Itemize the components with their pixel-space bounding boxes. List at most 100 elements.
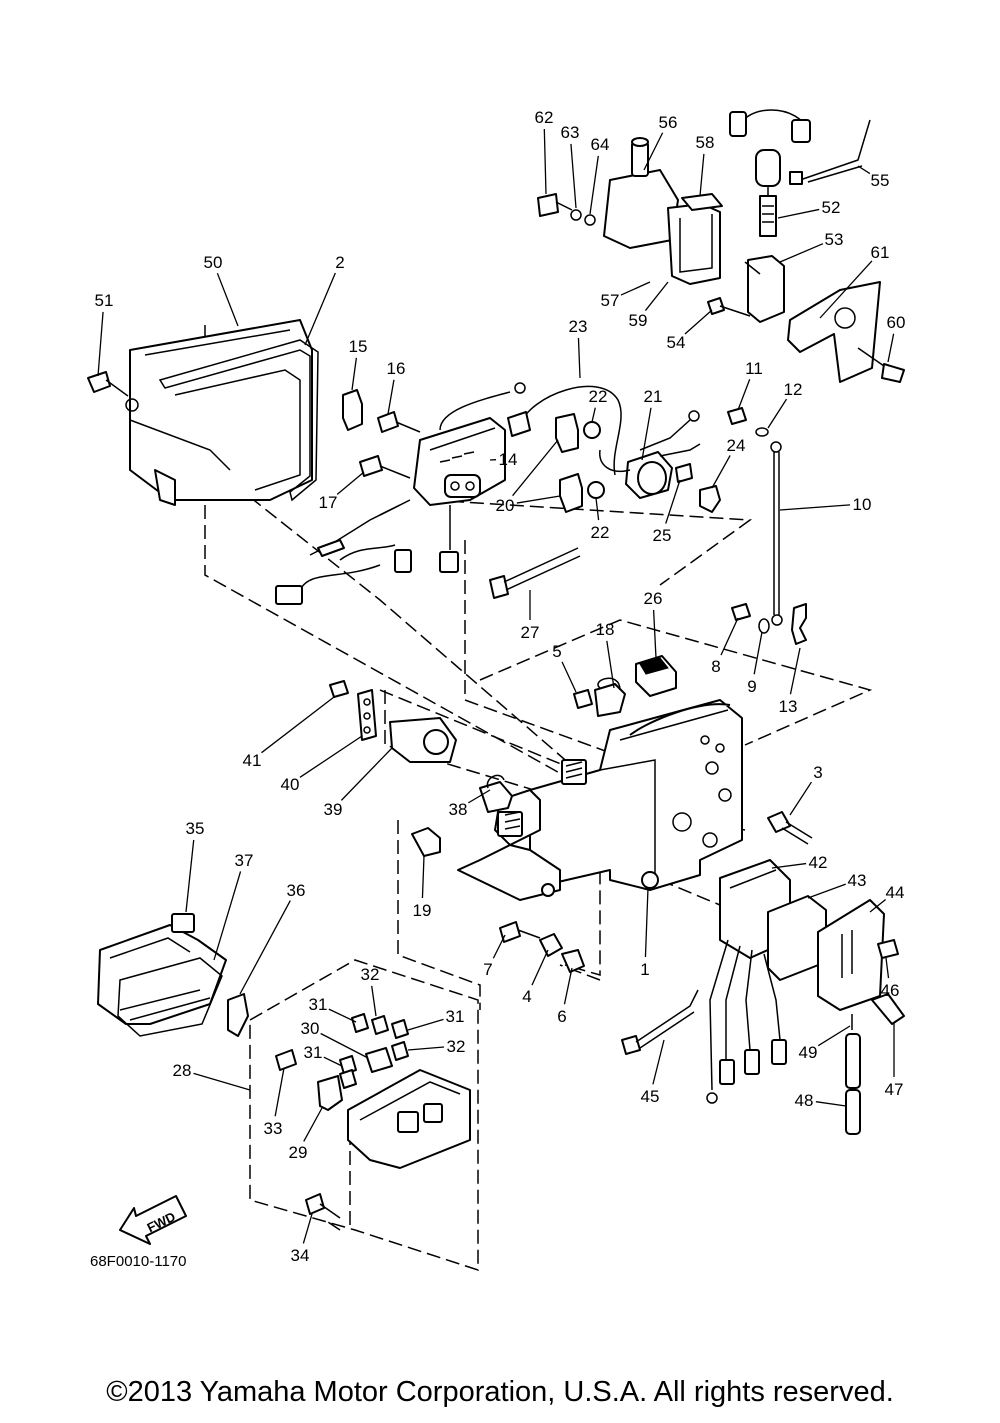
ignition-coil-assembly	[537, 137, 723, 285]
leader-56	[643, 132, 664, 171]
leader-39	[340, 747, 393, 801]
callout-26: 26	[644, 589, 663, 608]
leader-24	[711, 455, 731, 489]
leader-33	[274, 1067, 285, 1117]
leader-21	[641, 407, 652, 461]
leader-36	[239, 900, 291, 995]
leader-60	[887, 333, 895, 363]
callout-49: 49	[799, 1043, 818, 1062]
callout-19: 19	[413, 901, 432, 920]
forward-arrow: FWD	[119, 1195, 187, 1245]
leader-10	[779, 504, 851, 511]
callout-12: 12	[784, 380, 803, 399]
pulser-sensor-assembly	[707, 109, 905, 383]
cover-gasket	[158, 339, 319, 502]
leader-52	[777, 208, 820, 219]
leader-25	[665, 479, 681, 524]
leader-49	[817, 1025, 851, 1047]
leader-22b	[595, 497, 600, 521]
leader-26	[652, 609, 657, 659]
callout-42: 42	[809, 853, 828, 872]
callout-35: 35	[186, 819, 205, 838]
callout-3: 3	[813, 763, 822, 782]
leader-32a	[371, 985, 377, 1017]
callout-18: 18	[596, 620, 615, 639]
bracket-clamp-group	[573, 655, 677, 717]
callout-15: 15	[349, 337, 368, 356]
ground-lead-assembly	[727, 407, 807, 645]
leader-38	[467, 789, 491, 804]
leader-7	[492, 934, 506, 959]
leader-11	[737, 378, 751, 411]
leader-12	[767, 398, 788, 429]
leader-57	[620, 281, 651, 296]
callout-57: 57	[601, 291, 620, 310]
junction-box-cover	[97, 913, 249, 1037]
leader-51	[97, 311, 104, 377]
callout-17: 17	[319, 493, 338, 512]
callout-32a: 32	[361, 965, 380, 984]
leader-17	[336, 471, 365, 495]
exploded-view-svg: FWD 68F0010-1170 12345678910111213141516…	[87, 108, 905, 1272]
electrical-cover	[125, 319, 313, 506]
leader-46	[885, 957, 890, 979]
callout-13: 13	[779, 697, 798, 716]
leader-40	[299, 735, 363, 778]
callout-7: 7	[483, 960, 492, 979]
leader-20-0	[512, 439, 559, 497]
leader-30	[320, 1032, 369, 1059]
callout-leaders	[97, 128, 895, 1244]
fuse-box-assembly	[275, 1013, 471, 1219]
callout-45: 45	[641, 1087, 660, 1106]
callout-64: 64	[591, 135, 610, 154]
callout-51: 51	[95, 291, 114, 310]
callout-53: 53	[825, 230, 844, 249]
callout-54: 54	[667, 333, 686, 352]
leader-53	[779, 243, 824, 263]
leader-15	[351, 357, 358, 391]
callout-37: 37	[235, 851, 254, 870]
callout-36: 36	[287, 881, 306, 900]
starter-relay-assembly	[507, 385, 721, 513]
leader-9	[753, 631, 763, 675]
callout-31b: 31	[446, 1007, 465, 1026]
leader-43	[807, 883, 846, 899]
callout-62: 62	[535, 108, 554, 127]
bolt-51	[87, 371, 129, 397]
leader-31b	[407, 1018, 444, 1031]
leader-61	[819, 260, 873, 319]
callout-39: 39	[324, 800, 343, 819]
bolt-3	[767, 811, 813, 845]
leader-37	[213, 871, 242, 961]
callout-40: 40	[281, 775, 300, 794]
leader-63	[570, 143, 577, 209]
leader-58	[699, 153, 705, 197]
callout-25: 25	[653, 526, 672, 545]
callout-29: 29	[289, 1143, 308, 1162]
callout-50: 50	[204, 253, 223, 272]
leader-8	[720, 617, 739, 656]
callout-32b: 32	[447, 1037, 466, 1056]
drawing-code: 68F0010-1170	[90, 1253, 186, 1270]
cable-tie-45	[621, 989, 699, 1055]
callout-58: 58	[696, 133, 715, 152]
callout-5: 5	[552, 642, 561, 661]
leader-64	[589, 155, 599, 215]
callout-1: 1	[640, 960, 649, 979]
callout-14: 14	[499, 450, 518, 469]
leader-34	[302, 1213, 313, 1244]
callout-30: 30	[301, 1019, 320, 1038]
callout-23: 23	[569, 317, 588, 336]
leader-5	[561, 661, 577, 693]
leader-62	[543, 128, 547, 195]
leader-41	[261, 696, 335, 754]
callout-55: 55	[871, 171, 890, 190]
leader-42	[771, 862, 807, 869]
cdi-unit-assembly	[706, 859, 905, 1135]
callout-56: 56	[659, 113, 678, 132]
leader-20-1	[516, 495, 561, 504]
callout-22a: 22	[589, 387, 608, 406]
callout-8: 8	[711, 657, 720, 676]
callout-27: 27	[521, 623, 540, 642]
callout-6: 6	[557, 1007, 566, 1026]
